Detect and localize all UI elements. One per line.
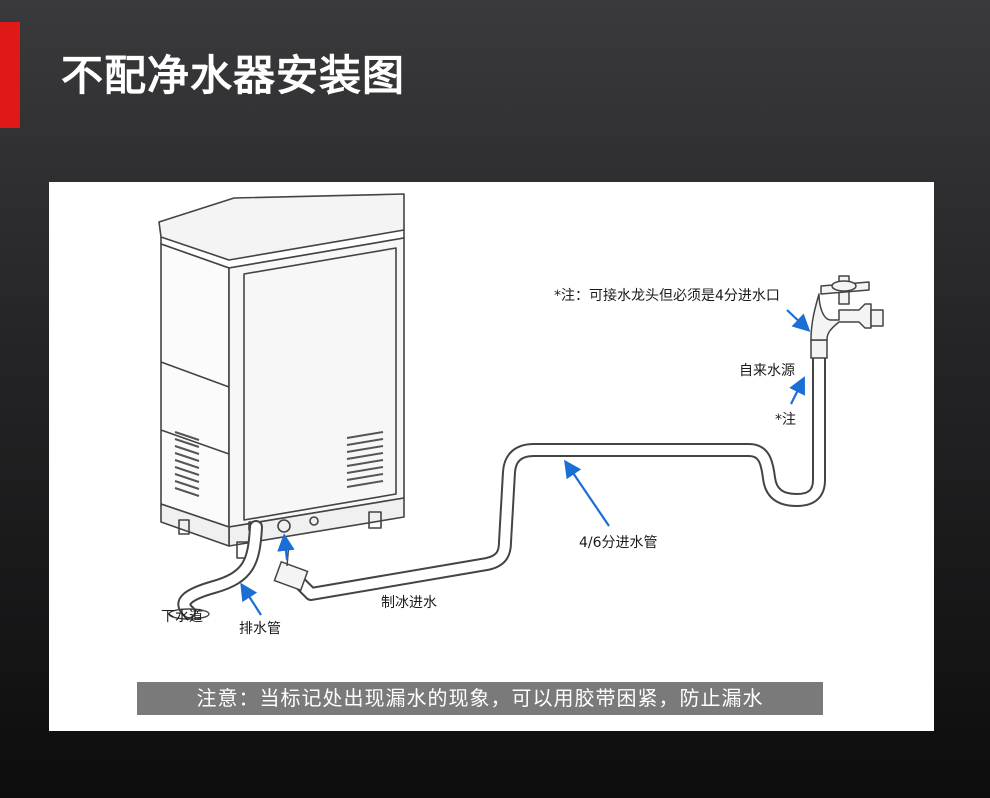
water-faucet xyxy=(810,275,884,341)
arrow-to-drain xyxy=(240,582,262,616)
inlet-valve xyxy=(273,541,309,592)
red-accent-bar xyxy=(0,22,20,128)
inlet-pipe-label: 4/6分进水管 xyxy=(579,535,658,551)
inlet-hose xyxy=(292,343,826,601)
arrow-to-source xyxy=(789,376,805,405)
leak-notice-bar: 注意：当标记处出现漏水的现象，可以用胶带困紧，防止漏水 xyxy=(137,682,823,715)
diagram-illustration xyxy=(158,193,884,620)
sewer-label: 下水道 xyxy=(161,609,203,625)
faucet-note-label: *注：可接水龙头但必须是4分进水口 xyxy=(554,288,780,304)
sewer-opening xyxy=(168,608,210,620)
drain-pipe-label: 排水管 xyxy=(239,621,281,637)
installation-diagram: *注：可接水龙头但必须是4分进水口 自来水源 *注 4/6分进水管 制冰进水 排… xyxy=(49,182,934,731)
drain-pipe xyxy=(177,520,263,619)
water-source-label: 自来水源 xyxy=(739,363,795,379)
side-vent xyxy=(174,431,200,497)
arrow-to-inlet-pipe xyxy=(564,459,610,527)
page-title: 不配净水器安装图 xyxy=(61,51,406,100)
arrow-to-faucet xyxy=(786,309,811,333)
front-vent xyxy=(346,431,384,488)
annotation-arrows xyxy=(240,309,811,616)
ice-water-inlet-label: 制冰进水 xyxy=(381,595,437,611)
arrow-to-connector xyxy=(277,533,295,561)
note-marker-label: *注 xyxy=(775,412,796,428)
pipe-fitting xyxy=(810,339,828,359)
ice-machine xyxy=(158,193,405,559)
